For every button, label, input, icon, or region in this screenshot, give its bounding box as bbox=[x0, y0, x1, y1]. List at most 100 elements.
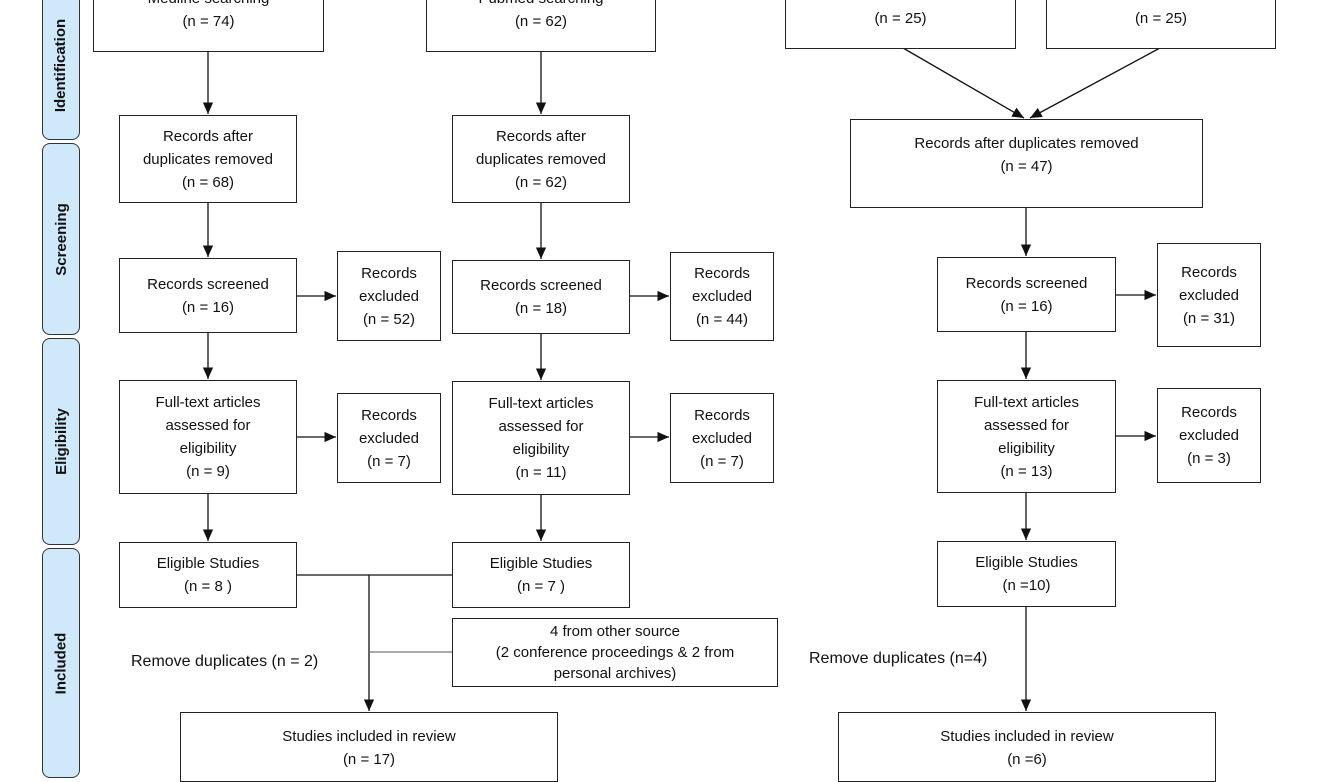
box-label: eligibility bbox=[179, 440, 237, 457]
box-label: excluded bbox=[691, 429, 753, 447]
box-count: (n = 11) bbox=[515, 464, 567, 481]
middle-fulltext-excluded-box: Records excluded (n = 7) bbox=[670, 393, 774, 483]
box-label: Records bbox=[1181, 263, 1237, 281]
box-count: (n = 25) bbox=[1134, 10, 1188, 27]
box-label: Records screened bbox=[480, 277, 602, 294]
box-label: Full-text articles bbox=[488, 395, 594, 412]
box-label: Studies included in review bbox=[940, 728, 1114, 745]
box-label: assessed for bbox=[983, 416, 1070, 434]
box-label: duplicates removed bbox=[142, 150, 274, 168]
phase-label: Eligibility bbox=[52, 408, 70, 475]
box-label: Records bbox=[361, 406, 417, 424]
box-count: (n = 7) bbox=[700, 452, 744, 470]
box-label: Medline searching bbox=[148, 0, 270, 10]
right-source-b-box: (n = 25) bbox=[1046, 0, 1276, 49]
box-count: (n = 31) bbox=[1182, 309, 1236, 327]
box-label: Records screened bbox=[965, 274, 1088, 292]
other-source-box: 4 from other source (2 conference proceed… bbox=[452, 618, 778, 687]
box-label: excluded bbox=[358, 287, 420, 305]
medline-box: Medline searching (n = 74) bbox=[93, 0, 324, 52]
box-label: personal archives) bbox=[553, 665, 677, 682]
box-count: (n =6) bbox=[1007, 751, 1047, 768]
box-label: (2 conference proceedings & 2 from bbox=[495, 644, 735, 661]
box-count: (n = 16) bbox=[1000, 297, 1053, 315]
right-screen-excluded-box: Records excluded (n = 31) bbox=[1157, 243, 1261, 347]
box-label: Records bbox=[694, 406, 750, 424]
box-label: assessed for bbox=[165, 417, 251, 434]
arrow bbox=[1029, 47, 1161, 119]
box-count: (n = 18) bbox=[514, 300, 568, 317]
box-count: (n = 3) bbox=[1187, 450, 1231, 467]
box-label: Records after bbox=[162, 127, 254, 145]
right-remove-duplicates: Remove duplicates (n=4) bbox=[809, 650, 988, 667]
box-count: (n = 44) bbox=[695, 311, 749, 328]
box-count: (n = 7 ) bbox=[517, 578, 565, 595]
box-label: excluded bbox=[1178, 427, 1240, 444]
box-count: (n = 47) bbox=[1000, 158, 1053, 175]
right-eligible-box: Eligible Studies (n =10) bbox=[937, 541, 1116, 607]
box-label: Eligible Studies bbox=[489, 555, 593, 572]
middle-dedup-box: Records after duplicates removed (n = 62) bbox=[452, 115, 630, 203]
box-label: Pubmed searching bbox=[478, 0, 603, 10]
box-count: (n = 17) bbox=[342, 751, 396, 768]
phase-eligibility: Eligibility bbox=[42, 338, 80, 545]
right-fulltext-excluded-box: Records excluded (n = 3) bbox=[1157, 388, 1261, 483]
phase-screening: Screening bbox=[42, 143, 80, 335]
box-count: (n =10) bbox=[1002, 577, 1051, 594]
box-count: (n = 25) bbox=[874, 10, 927, 27]
phase-label: Screening bbox=[52, 202, 70, 276]
box-count: (n = 8 ) bbox=[184, 578, 232, 595]
box-count: (n = 9) bbox=[186, 463, 230, 480]
connector-lines bbox=[202, 47, 1161, 711]
left-remove-duplicates: Remove duplicates (n = 2) bbox=[131, 653, 319, 670]
box-label: eligibility bbox=[512, 441, 570, 458]
box-label: Full-text articles bbox=[155, 394, 261, 411]
box-label: 4 from other source bbox=[549, 623, 681, 640]
middle-screened-box: Records screened (n = 18) bbox=[452, 260, 630, 334]
phase-included: Included bbox=[42, 548, 80, 778]
box-count: (n = 68) bbox=[181, 173, 235, 191]
pubmed-box: Pubmed searching (n = 62) bbox=[426, 0, 656, 52]
left-fulltext-box: Full-text articles assessed for eligibilit… bbox=[119, 380, 297, 494]
box-label: Records after bbox=[495, 127, 587, 145]
box-count: (n = 16) bbox=[181, 298, 235, 316]
left-screen-excluded-box: Records excluded (n = 52) bbox=[337, 251, 441, 341]
box-label: Eligible Studies bbox=[975, 554, 1078, 571]
right-dedup-box: Records after duplicates removed (n = 47) bbox=[850, 119, 1203, 208]
box-label: excluded bbox=[691, 288, 753, 305]
left-eligible-box: Eligible Studies (n = 8 ) bbox=[119, 542, 297, 608]
box-label: excluded bbox=[1178, 286, 1240, 304]
box-label: Full-text articles bbox=[973, 393, 1080, 411]
right-included-box: Studies included in review (n =6) bbox=[838, 712, 1216, 782]
phase-label: Identification bbox=[52, 18, 70, 112]
box-label: excluded bbox=[358, 429, 420, 447]
box-label: Records bbox=[694, 265, 750, 282]
phase-identification: Identification bbox=[42, 0, 80, 140]
right-fulltext-box: Full-text articles assessed for eligibilit… bbox=[937, 380, 1116, 493]
box-label: Records bbox=[1181, 404, 1237, 421]
left-dedup-box: Records after duplicates removed (n = 68) bbox=[119, 115, 297, 203]
box-count: (n = 13) bbox=[1000, 462, 1053, 480]
box-label: Records after duplicates removed bbox=[914, 135, 1139, 152]
box-label: eligibility bbox=[998, 439, 1055, 457]
box-count: (n = 62) bbox=[514, 13, 568, 30]
box-count: (n = 62) bbox=[514, 173, 568, 191]
box-count: (n = 74) bbox=[182, 13, 235, 30]
right-source-a-box: (n = 25) bbox=[785, 0, 1016, 49]
box-label: Studies included in review bbox=[282, 728, 456, 745]
left-screened-box: Records screened (n = 16) bbox=[119, 258, 297, 333]
left-fulltext-excluded-box: Records excluded (n = 7) bbox=[337, 393, 441, 483]
box-label: duplicates removed bbox=[475, 150, 607, 168]
box-count: (n = 7) bbox=[367, 452, 411, 470]
middle-screen-excluded-box: Records excluded (n = 44) bbox=[670, 252, 774, 341]
phase-label: Included bbox=[52, 632, 70, 694]
box-label: Records bbox=[361, 264, 417, 282]
box-count: (n = 52) bbox=[362, 310, 416, 328]
right-screened-box: Records screened (n = 16) bbox=[937, 257, 1116, 332]
arrow bbox=[902, 47, 1025, 119]
left-included-box: Studies included in review (n = 17) bbox=[180, 712, 558, 782]
box-label: Eligible Studies bbox=[156, 555, 260, 572]
middle-eligible-box: Eligible Studies (n = 7 ) bbox=[452, 542, 630, 608]
box-label: Records screened bbox=[147, 275, 269, 293]
